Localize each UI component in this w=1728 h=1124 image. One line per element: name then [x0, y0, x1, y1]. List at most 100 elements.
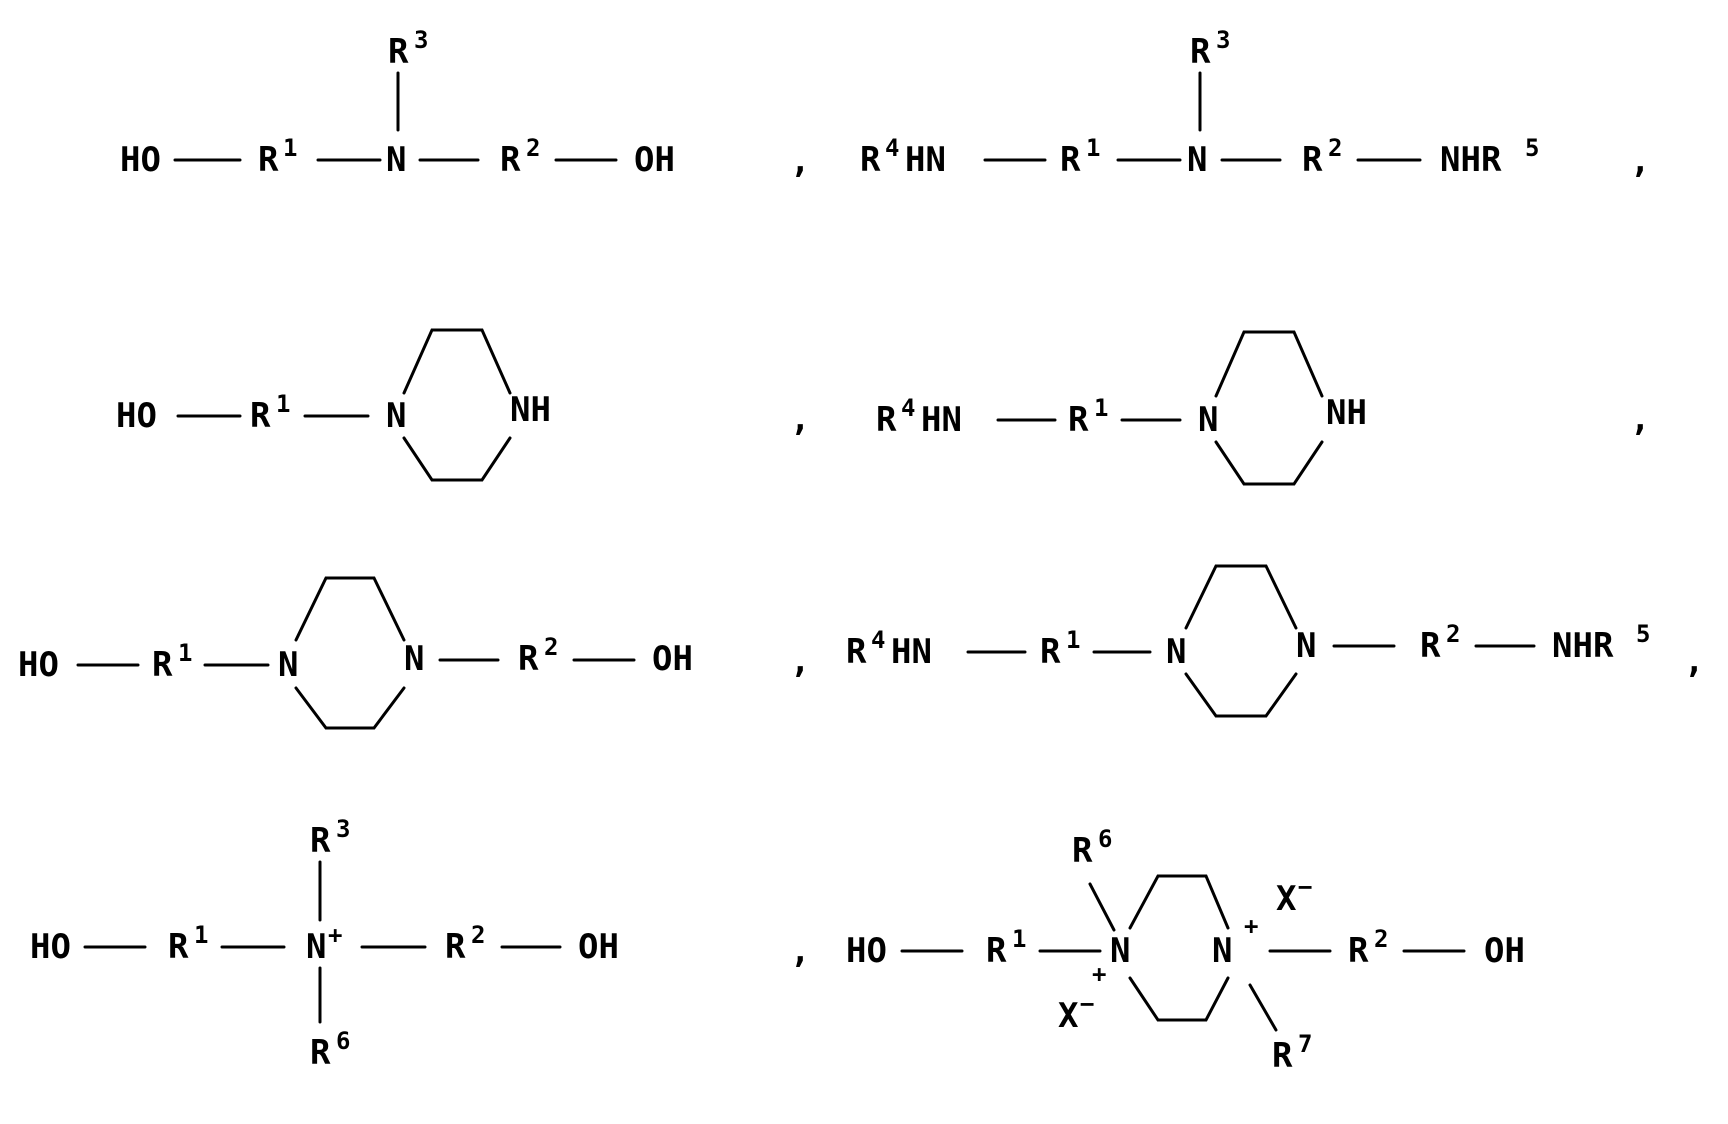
- hydroxyl-right-label: OH: [1484, 931, 1525, 971]
- nitrogen-left-label: N: [1166, 632, 1186, 672]
- piperazine-ring-bottom: [296, 688, 404, 728]
- structure-7: HO R 1 N + R 3 R 6 R 2 OH ,: [30, 815, 810, 1073]
- hn-label: HN: [921, 400, 962, 440]
- hn-label: HN: [905, 140, 946, 180]
- r2-label: R: [445, 927, 466, 967]
- hn-label: HN: [891, 632, 932, 672]
- r1-label: R: [168, 927, 189, 967]
- r1-label: R: [1040, 632, 1061, 672]
- piperazine-ring-top: [404, 330, 510, 393]
- r1-superscript: 1: [1066, 626, 1080, 654]
- r1-label: R: [1060, 140, 1081, 180]
- r1-superscript: 1: [1094, 394, 1108, 422]
- negative-charge-right: −: [1298, 873, 1312, 901]
- structure-2: R 4 HN R 1 N R 3 R 2 NHR 5 ,: [860, 26, 1650, 181]
- piperazine-ring-top: [1186, 566, 1296, 628]
- separator-comma: ,: [790, 641, 810, 681]
- separator-comma: ,: [790, 141, 810, 181]
- nhr-label: NHR: [1552, 626, 1614, 666]
- nitrogen-label: N: [386, 396, 406, 436]
- positive-charge-left: +: [1092, 960, 1106, 988]
- r2-superscript: 2: [1446, 620, 1460, 648]
- r1-label: R: [258, 140, 279, 180]
- hydroxyl-left-label: HO: [846, 931, 887, 971]
- r2-label: R: [1420, 626, 1441, 666]
- r5-superscript: 5: [1636, 620, 1650, 648]
- separator-comma: ,: [1630, 399, 1650, 439]
- r6-superscript: 6: [1098, 825, 1112, 853]
- structure-8: HO R 1 N + R 6 X − N + X − R 7 R 2 OH: [846, 825, 1525, 1076]
- r4-label: R: [846, 632, 867, 672]
- r7-superscript: 7: [1298, 1030, 1312, 1058]
- r2-label: R: [1348, 931, 1369, 971]
- r4-label: R: [876, 400, 897, 440]
- nitrogen-label: N: [386, 140, 406, 180]
- nitrogen-left-label: N: [278, 645, 298, 685]
- r3-superscript: 3: [414, 26, 428, 54]
- nitrogen-label: N: [1187, 140, 1207, 180]
- r6-superscript: 6: [336, 1027, 350, 1055]
- counterion-left-label: X: [1058, 996, 1079, 1036]
- nitrogen-label: N: [1198, 400, 1218, 440]
- r5-superscript: 5: [1525, 134, 1539, 162]
- structure-6: R 4 HN R 1 N N R 2 NHR 5 ,: [846, 566, 1704, 716]
- r1-superscript: 1: [1012, 925, 1026, 953]
- r3-superscript: 3: [336, 815, 350, 843]
- piperazine-ring-top: [1216, 332, 1322, 396]
- r4-superscript: 4: [885, 134, 899, 162]
- r3-superscript: 3: [1216, 26, 1230, 54]
- r2-label: R: [500, 140, 521, 180]
- separator-comma: ,: [790, 399, 810, 439]
- piperazine-ring-bottom: [1130, 978, 1228, 1020]
- hydroxyl-right-label: OH: [652, 639, 693, 679]
- negative-charge-left: −: [1080, 990, 1094, 1018]
- piperazine-ring-top: [296, 578, 404, 640]
- separator-comma: ,: [1630, 141, 1650, 181]
- positive-charge: +: [328, 921, 342, 949]
- piperazine-ring-bottom: [1186, 674, 1296, 716]
- r3-label: R: [1190, 32, 1211, 72]
- r1-superscript: 1: [194, 921, 208, 949]
- r2-superscript: 2: [471, 921, 485, 949]
- structure-4: R 4 HN R 1 N NH ,: [876, 332, 1650, 484]
- piperazine-ring-top: [1130, 876, 1228, 928]
- r4-label: R: [860, 140, 881, 180]
- r2-superscript: 2: [544, 633, 558, 661]
- r1-label: R: [152, 645, 173, 685]
- r2-superscript: 2: [1328, 134, 1342, 162]
- hydroxyl-right-label: OH: [578, 927, 619, 967]
- piperazine-ring-bottom: [1216, 442, 1322, 484]
- nitrogen-right-label: N: [404, 639, 424, 679]
- r7-label: R: [1272, 1036, 1293, 1076]
- structure-3: HO R 1 N NH ,: [116, 330, 810, 480]
- r2-label: R: [1302, 140, 1323, 180]
- counterion-right-label: X: [1276, 879, 1297, 919]
- separator-comma: ,: [790, 931, 810, 971]
- positive-charge-right: +: [1244, 912, 1258, 940]
- nh-label: NH: [1326, 393, 1367, 433]
- bond: [1090, 884, 1114, 930]
- hydroxyl-left-label: HO: [116, 396, 157, 436]
- nitrogen-right-label: N: [1212, 931, 1232, 971]
- nh-label: NH: [510, 390, 551, 430]
- structure-5: HO R 1 N N R 2 OH ,: [18, 578, 810, 728]
- hydroxyl-left-label: HO: [30, 927, 71, 967]
- piperazine-ring-bottom: [404, 438, 510, 480]
- r6-label: R: [310, 1033, 331, 1073]
- r1-superscript: 1: [178, 639, 192, 667]
- r1-label: R: [986, 931, 1007, 971]
- r3-label: R: [388, 32, 409, 72]
- nitrogen-left-label: N: [1110, 931, 1130, 971]
- separator-comma: ,: [1684, 641, 1704, 681]
- r3-label: R: [310, 821, 331, 861]
- bond: [1250, 985, 1276, 1030]
- r1-superscript: 1: [283, 134, 297, 162]
- r1-superscript: 1: [1086, 134, 1100, 162]
- hydroxyl-left-label: HO: [120, 140, 161, 180]
- r4-superscript: 4: [871, 626, 885, 654]
- hydroxyl-left-label: HO: [18, 645, 59, 685]
- r2-superscript: 2: [1374, 925, 1388, 953]
- nhr-label: NHR: [1440, 140, 1502, 180]
- quaternary-nitrogen-label: N: [306, 927, 326, 967]
